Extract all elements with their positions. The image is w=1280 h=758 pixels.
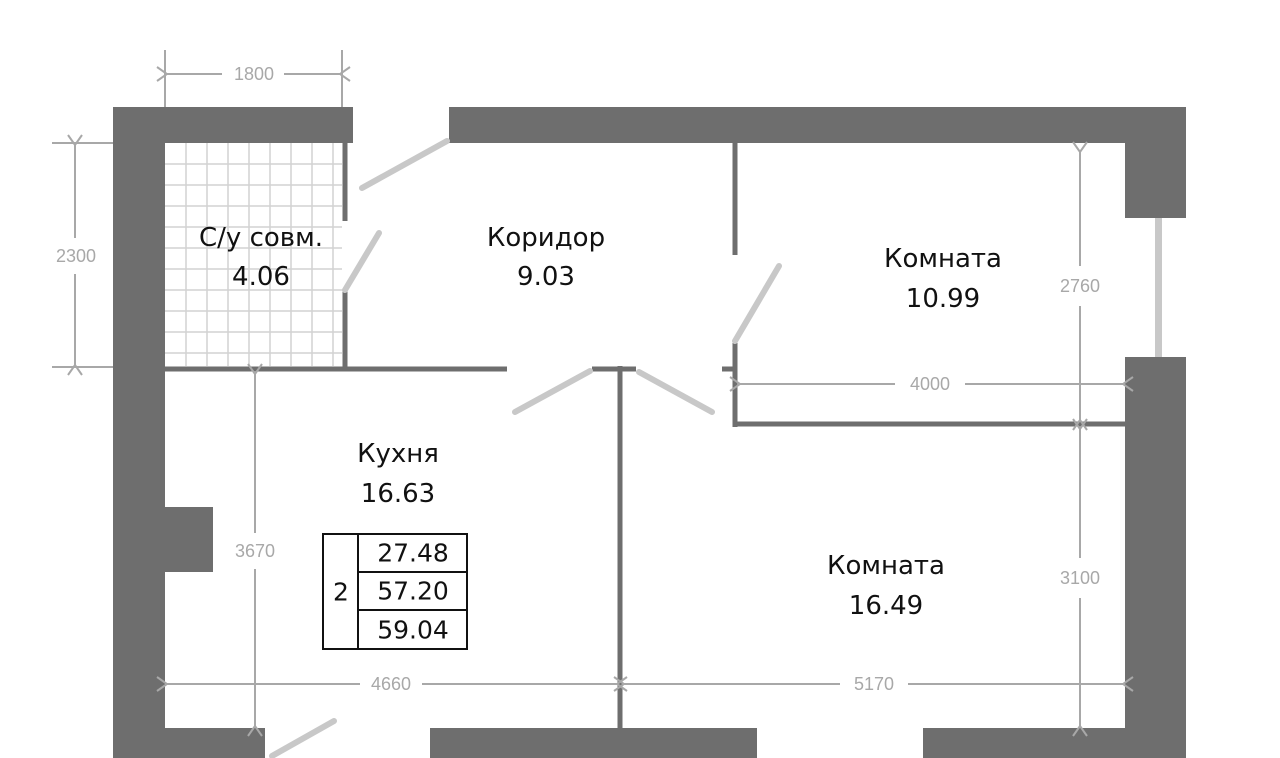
window	[1155, 218, 1162, 357]
wall-bottom-middle	[430, 728, 757, 758]
door-room-large	[636, 369, 715, 415]
kitchen-name: Кухня	[357, 439, 439, 469]
room-small-name: Комната	[884, 244, 1002, 274]
dim-room-large-height: 3100	[1060, 568, 1100, 588]
dim-bathroom-width: 1800	[234, 64, 274, 84]
dim-room-large-width: 5170	[854, 674, 894, 694]
wall-right-upper	[1125, 107, 1186, 218]
room-small-area: 10.99	[906, 284, 980, 314]
dimension-lines: 1800 2300 3670 4660 5170 2760 4000 3100	[52, 50, 1123, 726]
total-area-with-balcony: 59.04	[377, 616, 449, 645]
dim-kitchen-height: 3670	[235, 541, 275, 561]
living-area: 27.48	[377, 539, 449, 568]
wall-niche	[165, 507, 213, 572]
door-entrance	[359, 138, 450, 191]
dim-bathroom-height: 2300	[56, 246, 96, 266]
room-labels: С/у совм. 4.06 Коридор 9.03 Комната 10.9…	[199, 223, 1002, 621]
rooms-count: 2	[333, 578, 349, 607]
bathroom-area: 4.06	[232, 262, 290, 292]
kitchen-area: 16.63	[361, 479, 435, 509]
wall-bottom-right	[923, 728, 1186, 758]
corridor-name: Коридор	[487, 223, 605, 253]
door-balcony	[269, 718, 337, 758]
dim-room-small-width: 4000	[910, 374, 950, 394]
dim-kitchen-width: 4660	[371, 674, 411, 694]
bathroom-name: С/у совм.	[199, 223, 323, 253]
door-bathroom	[342, 230, 382, 293]
doors	[269, 138, 782, 758]
wall-right-lower	[1125, 357, 1186, 758]
room-large-area: 16.49	[849, 591, 923, 621]
wall-top-main	[449, 107, 1186, 143]
door-kitchen	[512, 368, 593, 415]
dim-room-small-height: 2760	[1060, 276, 1100, 296]
wall-top-bathroom	[113, 107, 353, 143]
area-summary-table: 2 27.48 57.20 59.04	[322, 533, 468, 650]
outer-walls	[113, 107, 1186, 758]
wall-bottom-left	[113, 728, 265, 758]
wall-left	[113, 107, 165, 758]
corridor-area: 9.03	[517, 262, 575, 292]
door-room-small	[732, 263, 782, 344]
total-area: 57.20	[377, 577, 449, 606]
room-large-name: Комната	[827, 551, 945, 581]
bathroom-tile-pattern	[165, 143, 342, 366]
